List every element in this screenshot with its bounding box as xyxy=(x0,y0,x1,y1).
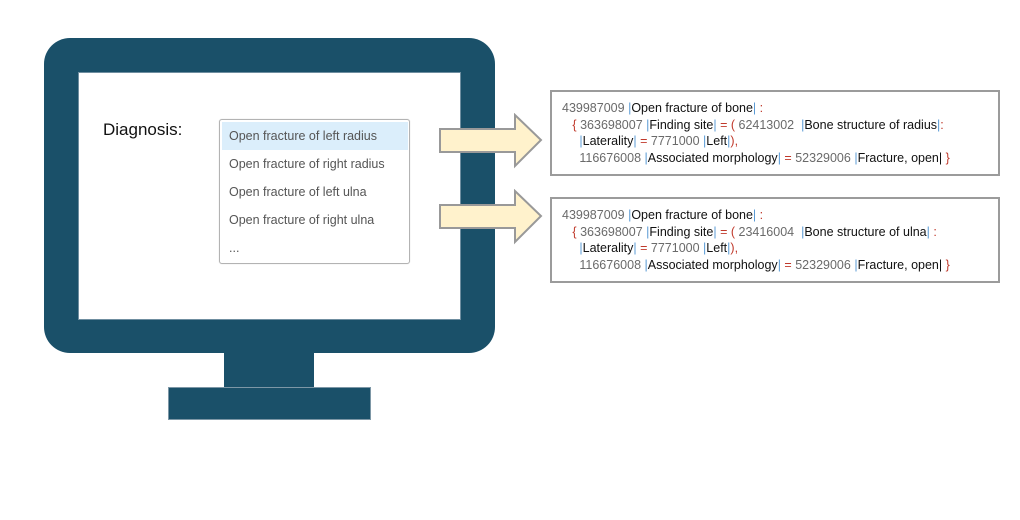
postcoordinated-expression-ulna: 439987009 |Open fracture of bone| : { 36… xyxy=(550,197,1000,283)
option-right-radius[interactable]: Open fracture of right radius xyxy=(229,157,385,171)
option-more[interactable]: ... xyxy=(229,241,240,255)
option-left-ulna[interactable]: Open fracture of left ulna xyxy=(229,185,367,199)
diagnosis-label: Diagnosis: xyxy=(103,120,183,139)
arrow-right-icon xyxy=(439,189,543,245)
diagnosis-listbox[interactable]: Open fracture of left radius Open fractu… xyxy=(219,119,410,264)
postcoordinated-expression-radius: 439987009 |Open fracture of bone| : { 36… xyxy=(550,90,1000,176)
monitor-neck xyxy=(224,352,314,388)
option-left-radius[interactable]: Open fracture of left radius xyxy=(222,122,408,150)
monitor-base xyxy=(168,387,371,420)
option-right-ulna[interactable]: Open fracture of right ulna xyxy=(229,213,375,227)
arrow-right-icon xyxy=(439,113,543,169)
